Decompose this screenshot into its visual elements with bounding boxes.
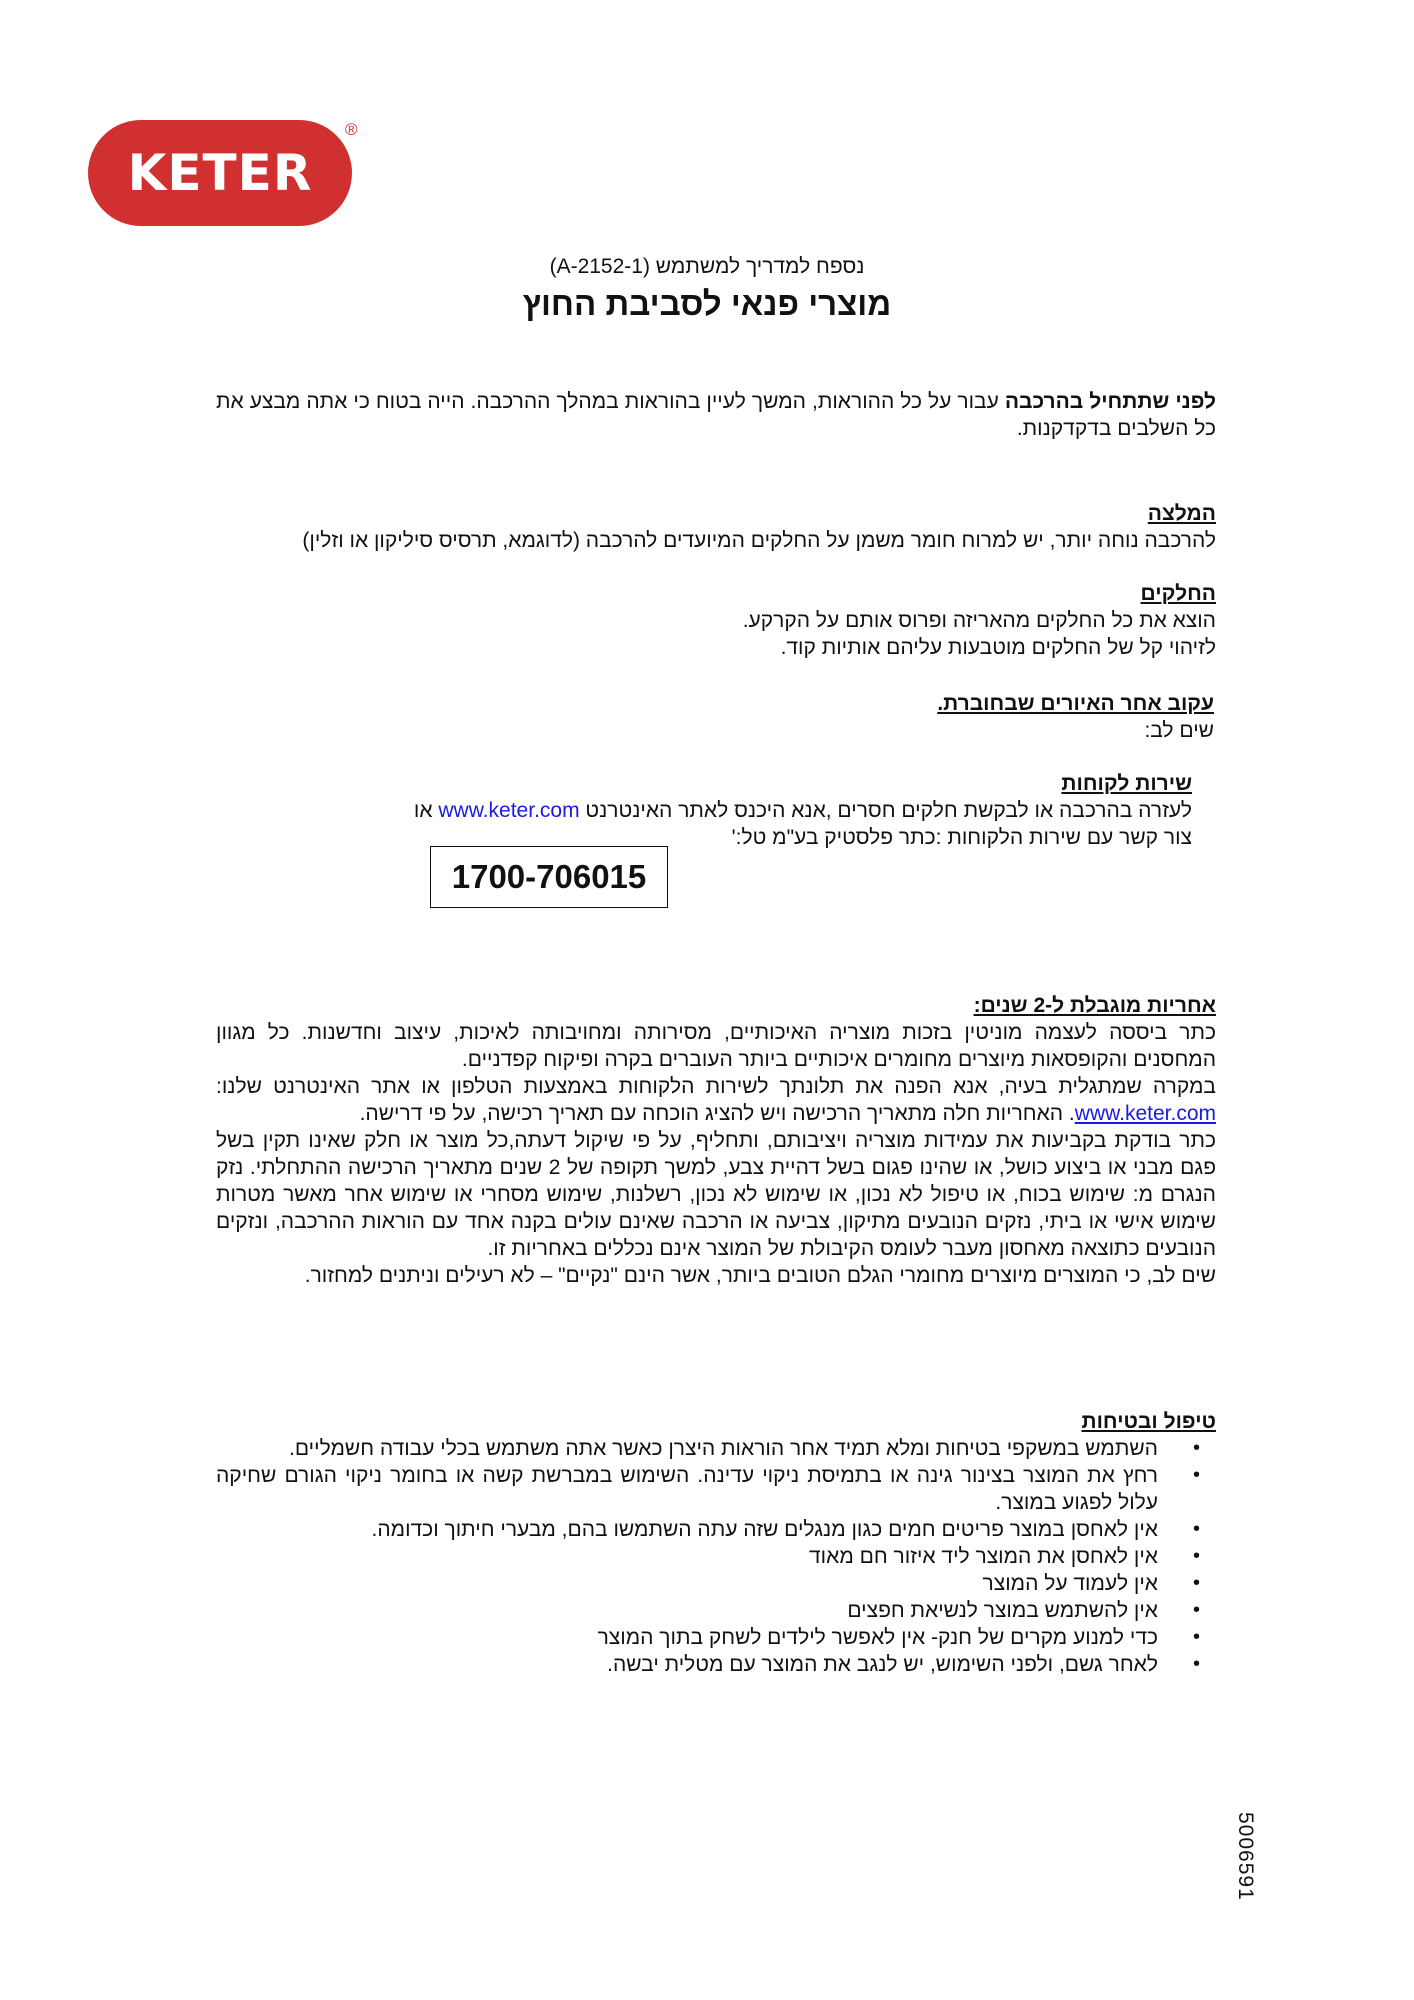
safety-item: אין לעמוד על המוצר (216, 1570, 1216, 1597)
customer-service-section: שירות לקוחות לעזרה בהרכבה או לבקשת חלקים… (340, 770, 1192, 851)
illustrations-section: עקוב אחר האיורים שבחוברת. שים לב: (216, 690, 1214, 744)
customer-service-line-2: צור קשר עם שירות הלקוחות :כתר פלסטיק בע"… (731, 826, 1192, 849)
warranty-p2-before: במקרה שמתגלית בעיה, אנא הפנה את תלונתך ל… (216, 1075, 1216, 1098)
document-title: מוצרי פנאי לסביבת החוץ (522, 285, 892, 322)
warranty-paragraph-1: כתר ביססה לעצמה מוניטין בזכות מוצריה האי… (216, 1021, 1216, 1071)
warranty-section: אחריות מוגבלת ל-2 שנים: כתר ביססה לעצמה … (216, 992, 1216, 1289)
recommendation-text: להרכבה נוחה יותר, יש למרוח חומר משמן על … (302, 529, 1216, 552)
illustrations-heading: עקוב אחר האיורים שבחוברת. (937, 692, 1214, 715)
customer-service-phone: 1700-706015 (430, 846, 668, 908)
customer-service-line-1: לעזרה בהרכבה או לבקשת חלקים חסרים ,אנא ה… (340, 797, 1192, 824)
safety-item: אין להשתמש במוצר לנשיאת חפצים (216, 1597, 1216, 1624)
warranty-heading: אחריות מוגבלת ל-2 שנים: (973, 994, 1216, 1017)
intro-text: עבור על כל ההוראות, המשך לעיין בהוראות ב… (216, 390, 1216, 440)
document-subtitle: נספח למדריך למשתמש (A-2152-1) (549, 255, 865, 278)
warranty-paragraph-3: כתר בודקת בקביעות את עמידות מוצריה ויציב… (216, 1129, 1216, 1260)
warranty-p2-after: . האחריות חלה מתאריך הרכישה ויש להציג הו… (359, 1102, 1075, 1125)
safety-list: השתמש במשקפי בטיחות ומלא תמיד אחר הוראות… (216, 1435, 1216, 1678)
safety-item: אין לאחסן את המוצר ליד איזור חם מאוד (216, 1543, 1216, 1570)
parts-section: החלקים הוצא את כל החלקים מהאריזה ופרוס א… (216, 580, 1216, 661)
customer-service-heading: שירות לקוחות (1061, 772, 1192, 795)
intro-paragraph: לפני שתתחיל בהרכבה עבור על כל ההוראות, ה… (216, 388, 1216, 442)
intro-bold: לפני שתתחיל בהרכבה (1004, 390, 1216, 413)
recommendation-section: המלצה להרכבה נוחה יותר, יש למרוח חומר מש… (216, 500, 1216, 554)
safety-section: טיפול ובטיחות השתמש במשקפי בטיחות ומלא ת… (216, 1408, 1216, 1678)
safety-item: רחץ את המוצר בצינור גינה או בתמיסת ניקוי… (216, 1462, 1216, 1516)
safety-heading: טיפול ובטיחות (1081, 1410, 1217, 1433)
safety-item: כדי למנוע מקרים של חנק- אין לאפשר לילדים… (216, 1624, 1216, 1651)
warranty-website-link[interactable]: www.keter.com (1074, 1102, 1216, 1125)
keter-website-link[interactable]: www.keter.com (438, 799, 580, 822)
parts-line-2: לזיהוי קל של החלקים מוטבעות עליהם אותיות… (780, 636, 1216, 659)
warranty-paragraph-2: במקרה שמתגלית בעיה, אנא הפנה את תלונתך ל… (216, 1073, 1216, 1127)
document-code: 5006591 (1234, 1812, 1257, 1901)
safety-item: אין לאחסן במוצר פריטים חמים כגון מנגלים … (216, 1516, 1216, 1543)
cs-line1-after: או (413, 799, 439, 822)
keter-logo: KETER (88, 120, 352, 226)
safety-item: לאחר גשם, ולפני השימוש, יש לנגב את המוצר… (216, 1651, 1216, 1678)
safety-item: השתמש במשקפי בטיחות ומלא תמיד אחר הוראות… (216, 1435, 1216, 1462)
cs-line1-before: לעזרה בהרכבה או לבקשת חלקים חסרים ,אנא ה… (579, 799, 1192, 822)
illustrations-note: שים לב: (1144, 719, 1214, 742)
registered-mark: ® (345, 120, 358, 139)
warranty-paragraph-4: שים לב, כי המוצרים מיוצרים מחומרי הגלם ה… (304, 1264, 1216, 1287)
parts-heading: החלקים (1140, 582, 1216, 605)
recommendation-heading: המלצה (1147, 502, 1216, 525)
parts-line-1: הוצא את כל החלקים מהאריזה ופרוס אותם על … (742, 609, 1216, 632)
logo-text: KETER (127, 144, 313, 202)
